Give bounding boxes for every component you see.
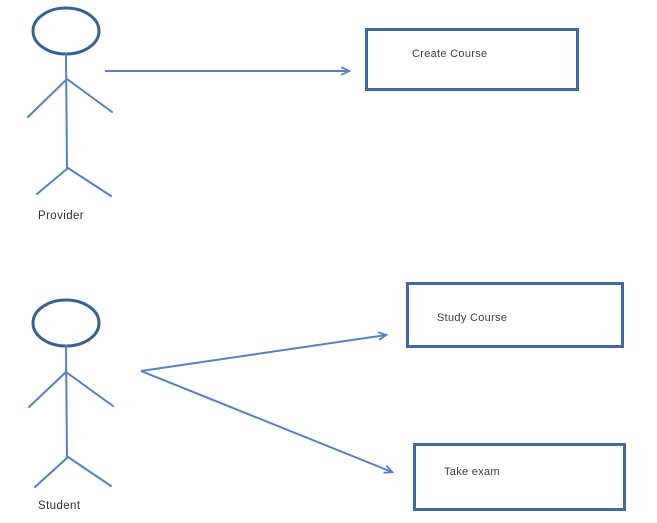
usecase-box-create-course: Create Course — [365, 28, 579, 91]
provider-body — [65, 53, 68, 169]
provider-stick-figure — [27, 6, 113, 197]
student-body — [65, 345, 68, 458]
actor-label-provider: Provider — [38, 210, 85, 222]
provider-right-leg — [67, 167, 112, 197]
usecase-box-take-exam: Take exam — [413, 443, 626, 511]
student-left-arm — [28, 371, 67, 408]
usecase-box-study-course: Study Course — [406, 282, 624, 348]
usecase-label-create-course: Create Course — [412, 48, 488, 60]
student-left-leg — [34, 456, 69, 488]
student-right-arm — [65, 371, 114, 407]
provider-left-leg — [36, 167, 69, 195]
student-right-leg — [67, 456, 112, 487]
arrow-student-study-course — [140, 335, 386, 372]
actor-label-student: Student — [38, 500, 81, 512]
student-stick-figure — [28, 298, 114, 488]
provider-left-arm — [27, 78, 68, 118]
provider-right-arm — [66, 78, 113, 113]
provider-head — [31, 6, 101, 56]
arrow-student-take-exam — [140, 370, 392, 472]
student-head — [31, 298, 101, 348]
usecase-label-study-course: Study Course — [437, 312, 508, 324]
usecase-label-take-exam: Take exam — [444, 466, 500, 478]
